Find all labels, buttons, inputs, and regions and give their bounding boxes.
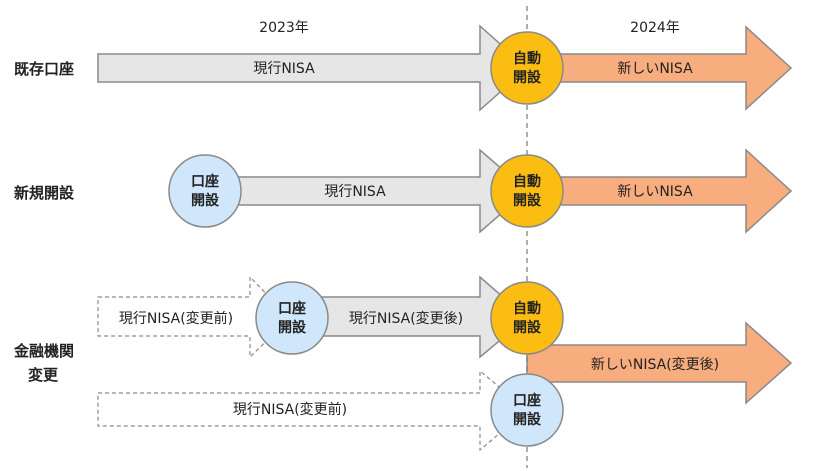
r1-auto-open-circle xyxy=(490,31,564,105)
r3-auto-open-line1: 自動 xyxy=(513,300,541,317)
r3-account-open-line2: 開設 xyxy=(278,319,307,336)
row-label-transfer-line2: 変更 xyxy=(28,366,59,384)
r3-account-open-circle xyxy=(255,281,329,355)
r3-before-arrow-label: 現行NISA(変更前) xyxy=(119,310,233,327)
r2-auto-open-circle xyxy=(490,154,564,228)
r2-account-open-circle xyxy=(168,154,242,228)
r3-after-arrow-label: 現行NISA(変更後) xyxy=(349,310,463,327)
r1-auto-open-line1: 自動 xyxy=(513,50,541,67)
r3-before-arrow xyxy=(97,275,291,359)
year-2023-label: 2023年 xyxy=(259,20,309,36)
r1-new-arrow xyxy=(526,25,793,111)
r1-new-arrow-label: 新しいNISA xyxy=(617,61,693,77)
r2-account-open-line1: 口座 xyxy=(191,173,219,190)
r3-auto-open-circle xyxy=(490,281,564,355)
r4-account-open-line1: 口座 xyxy=(513,392,541,409)
r2-new-arrow xyxy=(526,148,793,234)
r2-current-arrow-label: 現行NISA xyxy=(324,184,386,200)
r3-account-open-line1: 口座 xyxy=(278,300,306,317)
r3-new-arrow xyxy=(526,321,793,405)
r1-auto-open-line2: 開設 xyxy=(513,69,542,86)
year-2024-label: 2024年 xyxy=(630,20,680,36)
row-label-existing: 既存口座 xyxy=(14,60,74,78)
r2-auto-open-line1: 自動 xyxy=(513,173,541,190)
r4-before-arrow-label: 現行NISA(変更前) xyxy=(233,401,347,418)
r2-new-arrow-label: 新しいNISA xyxy=(617,184,693,200)
r4-account-open-line2: 開設 xyxy=(513,411,542,428)
row-label-transfer-line1: 金融機関 xyxy=(13,342,74,360)
r2-auto-open-line2: 開設 xyxy=(513,192,542,209)
r4-account-open-circle xyxy=(490,373,564,447)
r4-before-arrow xyxy=(97,369,528,452)
r1-current-arrow-label: 現行NISA xyxy=(253,61,315,77)
r2-account-open-line2: 開設 xyxy=(191,192,220,209)
r3-new-arrow-label: 新しいNISA(変更後) xyxy=(591,356,719,373)
r3-auto-open-line2: 開設 xyxy=(513,319,542,336)
row-label-new: 新規開設 xyxy=(14,184,75,202)
